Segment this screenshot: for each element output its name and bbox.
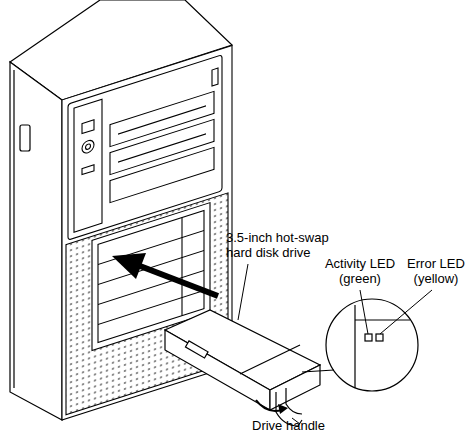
led-detail-circle: [302, 299, 418, 391]
tower-front-part: [212, 68, 218, 86]
led-detail-circle-part: [354, 305, 355, 388]
leader-lines-part: [360, 290, 368, 334]
tower-side-panel-part: [10, 62, 62, 420]
leader-lines: [238, 264, 432, 424]
insert-arrow-part: [140, 266, 218, 296]
tower-front-part: [82, 120, 94, 134]
part-label: Drive handle: [252, 418, 352, 433]
tower-front-part: [66, 193, 228, 415]
handle-rotation-arrow-part: [256, 400, 282, 411]
insert-arrow: [112, 253, 218, 296]
tower-front-part: [181, 218, 182, 316]
tower-front-part: [110, 147, 214, 202]
part-label: Activity LED (green): [316, 256, 404, 286]
hard-disk-drive-part: [165, 330, 270, 410]
tower-front-part: [86, 143, 91, 150]
led-detail-circle-part: [355, 319, 410, 320]
hard-disk-drive: [165, 310, 320, 426]
hard-disk-drive-part: [240, 345, 300, 374]
tower-front-part: [74, 99, 102, 232]
handle-rotation-arrow: [256, 400, 288, 414]
tower-front-part: [98, 231, 204, 265]
led-detail-circle-part: [365, 334, 372, 341]
part-label: Error LED (yellow): [400, 256, 472, 286]
insert-arrow-part: [112, 253, 146, 279]
tower-side-panel-part: [13, 70, 14, 388]
tower-front-part: [82, 165, 94, 175]
led-detail-circle-part: [302, 370, 334, 372]
hard-disk-drive-part: [286, 388, 302, 414]
tower-side-panel: [10, 62, 62, 420]
led-detail-circle-part: [326, 299, 418, 391]
part-label: 3.5-inch hot-swap hard disk drive: [226, 230, 344, 260]
tower-front-part: [82, 139, 94, 155]
leader-lines-part: [380, 290, 432, 334]
led-detail-circle-part: [376, 334, 383, 341]
tower-side-panel-part: [20, 125, 30, 151]
hard-disk-drive-part: [185, 341, 208, 358]
leader-lines-part: [238, 264, 248, 320]
handle-rotation-arrow-part: [278, 404, 288, 414]
